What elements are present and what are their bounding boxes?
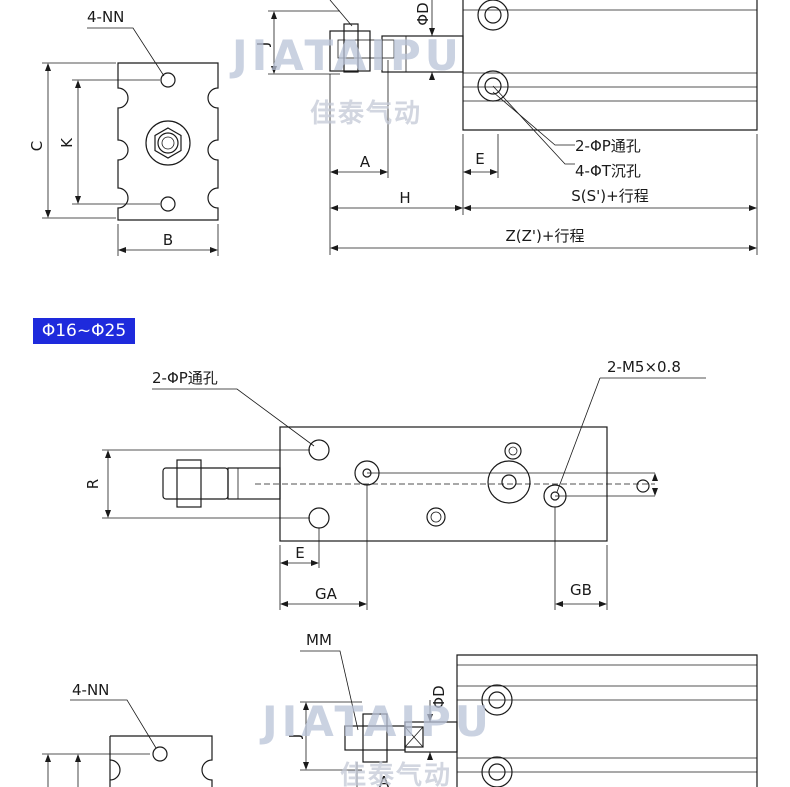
label-ga: GA [315,585,338,603]
label-b: B [163,231,173,249]
label-z-stroke: Z(Z')+行程 [506,227,585,245]
section-badge: Φ16~Φ25 [33,318,135,344]
label-e-top: E [475,150,484,168]
label-p-holes-top: 2-ΦP通孔 [575,137,641,155]
side-view-top [268,0,758,255]
watermark-chinese-top: 佳泰气动 [310,98,422,129]
end-plate-view-top [42,27,219,256]
watermark-brand-bottom: JIATAIPU [259,697,493,746]
label-mm: MM [306,631,332,649]
label-m5: 2-M5×0.8 [607,358,681,376]
label-r: R [84,479,102,489]
label-d-top: ΦD [414,2,432,25]
label-s-stroke: S(S')+行程 [571,187,648,205]
label-k: K [58,137,76,148]
end-plate-view-bottom [42,699,213,787]
label-j-bottom: J [286,734,304,739]
label-a-top: A [360,153,371,171]
label-4nn-bottom: 4-NN [72,681,109,699]
watermark-chinese-bottom: 佳泰气动 [340,760,452,787]
label-c: C [28,141,46,151]
label-p-holes-middle: 2-ΦP通孔 [152,369,218,387]
label-a-bottom: A [379,773,390,787]
watermark-brand-top: JIATAIPU [229,31,463,80]
label-j-top: J [254,42,272,47]
side-view-middle [102,377,706,610]
label-d-bottom: ΦD [430,685,448,708]
side-view-bottom [300,650,758,787]
label-h: H [399,189,410,207]
label-t-holes: 4-ΦT沉孔 [575,162,641,180]
label-4nn-top: 4-NN [87,8,124,26]
label-gb: GB [570,581,592,599]
label-e-middle: E [295,544,304,562]
